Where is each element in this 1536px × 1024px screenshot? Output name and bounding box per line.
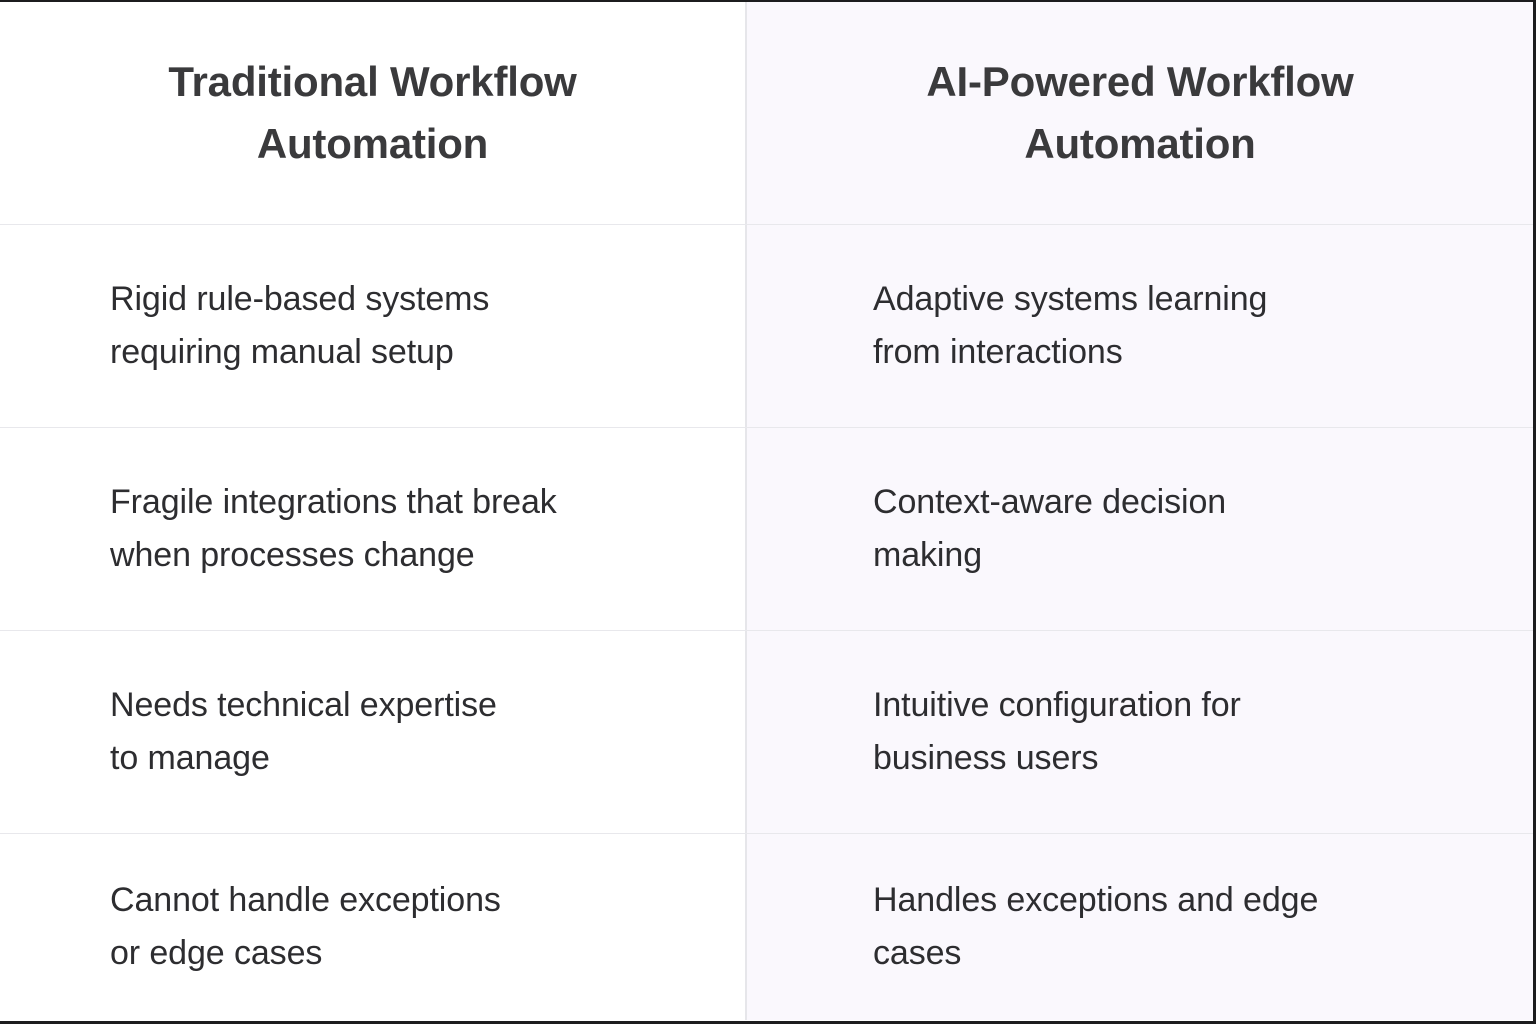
cell-traditional-3-text: Needs technical expertise to manage (110, 686, 497, 777)
column-header-traditional: Traditional Workflow Automation (0, 2, 747, 224)
cell-traditional-1: Rigid rule-based systems requiring manua… (0, 225, 747, 427)
table-row: Fragile integrations that break when pro… (0, 428, 1533, 631)
cell-traditional-3: Needs technical expertise to manage (0, 631, 747, 833)
cell-ai-powered-4-text: Handles exceptions and edge cases (873, 881, 1319, 972)
cell-ai-powered-2: Context-aware decision making (747, 428, 1533, 630)
table-row: Cannot handle exceptions or edge cases H… (0, 834, 1533, 1020)
cell-ai-powered-2-text: Context-aware decision making (873, 483, 1227, 574)
cell-ai-powered-4: Handles exceptions and edge cases (747, 834, 1533, 1020)
cell-ai-powered-3-text: Intuitive configuration for business use… (873, 686, 1241, 777)
table-row: Rigid rule-based systems requiring manua… (0, 225, 1533, 428)
cell-ai-powered-1: Adaptive systems learning from interacti… (747, 225, 1533, 427)
column-header-traditional-label: Traditional Workflow Automation (168, 57, 577, 167)
column-header-ai-powered: AI-Powered Workflow Automation (747, 2, 1533, 224)
cell-ai-powered-3: Intuitive configuration for business use… (747, 631, 1533, 833)
cell-traditional-4: Cannot handle exceptions or edge cases (0, 834, 747, 1020)
cell-ai-powered-1-text: Adaptive systems learning from interacti… (873, 280, 1268, 371)
cell-traditional-4-text: Cannot handle exceptions or edge cases (110, 881, 501, 972)
column-header-ai-powered-label: AI-Powered Workflow Automation (926, 57, 1354, 167)
table-row: Needs technical expertise to manage Intu… (0, 631, 1533, 834)
table-header-row: Traditional Workflow Automation AI-Power… (0, 2, 1533, 225)
cell-traditional-2: Fragile integrations that break when pro… (0, 428, 747, 630)
cell-traditional-1-text: Rigid rule-based systems requiring manua… (110, 280, 490, 371)
cell-traditional-2-text: Fragile integrations that break when pro… (110, 483, 557, 574)
